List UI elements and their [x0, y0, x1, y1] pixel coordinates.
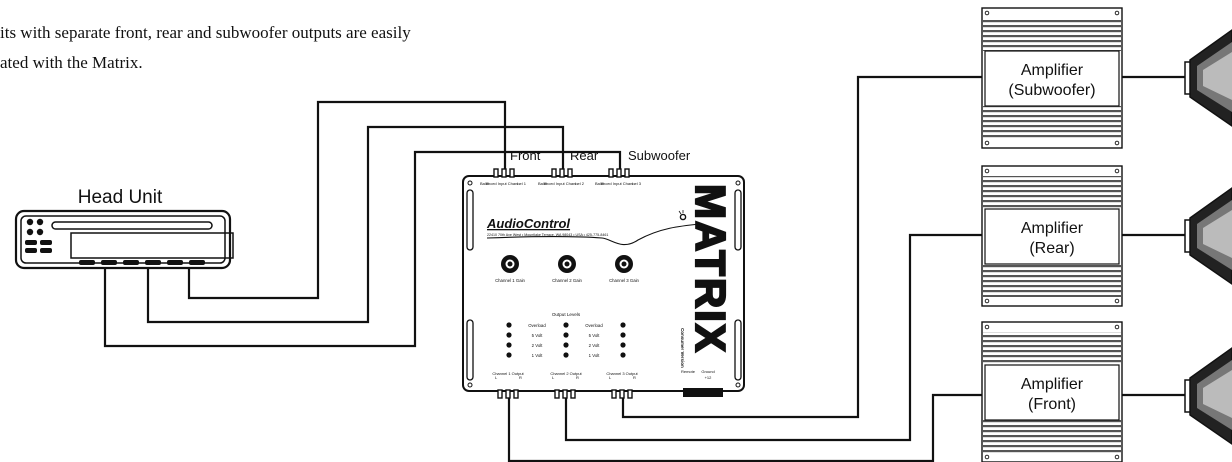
gain-knob-1[interactable]: [501, 255, 519, 273]
input-port-label-1: Balanced Input Channel 1: [480, 181, 527, 186]
amplifier-rear: Amplifier (Rear): [981, 165, 1123, 307]
level-label-1v-a: 1 Volt: [532, 353, 544, 358]
amp-rear-panel: [984, 208, 1120, 265]
amp-front-label-2: (Front): [1028, 396, 1076, 413]
gain-knob-label-3: Channel 3 Gain: [609, 278, 639, 283]
amplifier-front: Amplifier (Front): [981, 321, 1123, 462]
amp-sub-label-2: (Subwoofer): [1008, 82, 1095, 99]
power-ground-label: Ground: [701, 369, 714, 374]
output-2-left-mark: L: [552, 375, 555, 380]
caption-line-2: ated with the Matrix.: [0, 53, 143, 72]
wire-front-output: [507, 393, 985, 462]
product-side-caption: Consumer Version: [680, 328, 685, 368]
matrix-processor: Front Rear Subwoofer Balanced Input Chan…: [462, 148, 745, 399]
amp-sub-label-1: Amplifier: [1021, 62, 1084, 79]
input-3-right-mark: R: [601, 181, 604, 186]
amp-sub-fins-bottom: [983, 106, 1121, 139]
output-3-right-mark: R: [633, 375, 636, 380]
level-label-2v-a: 2 Volt: [532, 343, 544, 348]
wire-sub-output: [621, 75, 985, 419]
output-label-3: Channel 3 Output: [606, 371, 638, 376]
speaker-subwoofer-icon: [1184, 29, 1232, 127]
caption-line-1: its with separate front, rear and subwoo…: [0, 23, 411, 42]
input-2-left-mark: L: [575, 181, 578, 186]
wire-rear-input: [146, 125, 565, 324]
led-column-1: [506, 322, 512, 358]
input-title-subwoofer: Subwoofer: [628, 148, 691, 163]
amplifier-subwoofer: Amplifier (Subwoofer): [981, 7, 1123, 149]
input-3-left-mark: L: [632, 181, 635, 186]
amp-sub-panel: [984, 50, 1120, 107]
led-column-3: [620, 322, 626, 358]
input-port-label-2: Balanced Input Channel 2: [538, 181, 585, 186]
level-label-overload-b: Overload: [585, 323, 603, 328]
gain-knob-label-1: Channel 1 Gain: [495, 278, 525, 283]
amp-front-fins-bottom: [983, 420, 1121, 453]
head-unit-display: [70, 232, 234, 259]
led-column-2: [563, 322, 569, 358]
amp-rear-fins-top: [983, 176, 1121, 209]
power-led-icon: [678, 210, 687, 221]
signal-wires: [103, 75, 985, 462]
amp-front-panel: [984, 364, 1120, 421]
gain-knob-2[interactable]: [558, 255, 576, 273]
amp-rear-label-1: Amplifier: [1021, 220, 1084, 237]
product-name: MATRIX: [687, 184, 734, 354]
wire-front-input: [187, 100, 507, 300]
brand-address: 22410 70th Ave West • Mountlake Terrace,…: [487, 233, 608, 237]
caption-text: its with separate front, rear and subwoo…: [0, 18, 420, 78]
cd-slot-icon: [51, 221, 213, 230]
amp-rear-fins-bottom: [983, 264, 1121, 297]
output-jacks: [497, 389, 633, 399]
power-terminal-block: [683, 388, 723, 397]
speaker-front-icon: [1184, 347, 1232, 445]
output-levels-title: Output Levels: [552, 312, 581, 317]
head-unit: Head Unit: [14, 187, 234, 270]
head-unit-body: [14, 209, 232, 270]
input-title-rear: Rear: [570, 148, 599, 163]
output-3-left-mark: L: [609, 375, 612, 380]
input-port-label-3: Balanced Input Channel 3: [595, 181, 642, 186]
amp-rear-label-2: (Rear): [1029, 240, 1074, 257]
amp-sub-fins-top: [983, 18, 1121, 51]
preset-buttons: [25, 218, 205, 265]
level-label-1v-b: 1 Volt: [589, 353, 601, 358]
input-1-left-mark: L: [517, 181, 520, 186]
wire-sub-input: [103, 150, 622, 348]
output-label-2: Channel 2 Output: [550, 371, 582, 376]
level-label-overload-a: Overload: [528, 323, 546, 328]
amp-front-fins-top: [983, 332, 1121, 365]
amp-front-label-1: Amplifier: [1021, 376, 1084, 393]
speaker-wires: [1122, 75, 1190, 397]
output-label-1: Channel 1 Output: [492, 371, 524, 376]
level-label-5v-a: 5 Volt: [532, 333, 544, 338]
wire-rear-output: [564, 233, 985, 442]
screw-holes: [467, 180, 741, 388]
speaker-rear-icon: [1184, 187, 1232, 285]
input-1-right-mark: R: [486, 181, 489, 186]
power-remote-label: Remote: [681, 369, 696, 374]
power-plus12-label: +12: [705, 375, 713, 380]
input-jacks: [493, 168, 630, 178]
matrix-body: [462, 175, 745, 392]
brand-swoosh: [486, 223, 701, 246]
gain-knob-3[interactable]: [615, 255, 633, 273]
gain-knob-label-2: Channel 2 Gain: [552, 278, 582, 283]
head-unit-label: Head Unit: [78, 187, 163, 208]
level-label-5v-b: 5 Volt: [589, 333, 601, 338]
output-2-right-mark: R: [576, 375, 579, 380]
mounting-slots: [466, 189, 742, 381]
input-2-right-mark: R: [544, 181, 547, 186]
brand-logo: AudioControl: [486, 216, 570, 231]
level-label-2v-b: 2 Volt: [589, 343, 601, 348]
output-1-right-mark: R: [519, 375, 522, 380]
output-1-left-mark: L: [495, 375, 498, 380]
input-title-front: Front: [510, 148, 541, 163]
